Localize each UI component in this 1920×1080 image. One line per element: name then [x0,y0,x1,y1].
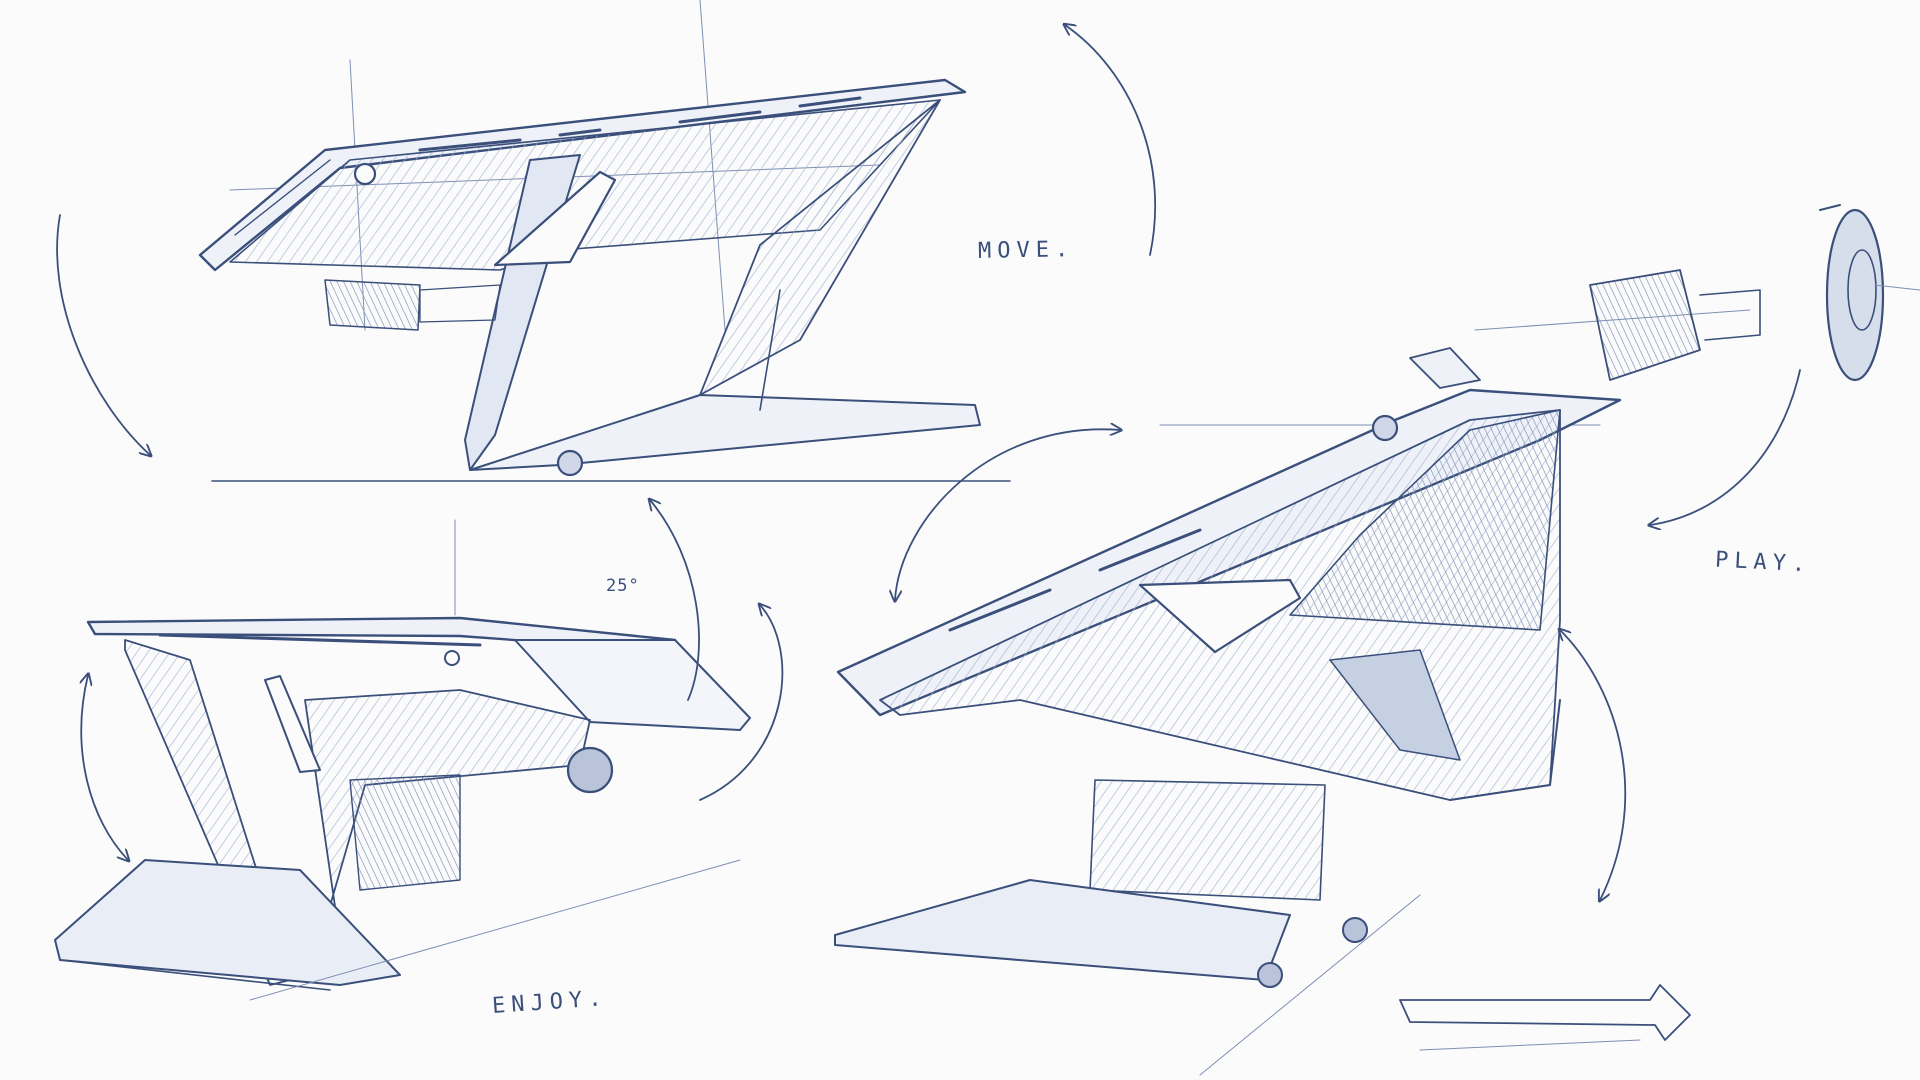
sketch-stand-play [834,204,1920,1076]
sketch-stand-move [56,0,1157,482]
label-angle: 25° [606,576,640,596]
sketch-stand-enjoy [54,500,784,1001]
label-move: MOVE. [977,237,1075,264]
label-play: PLAY. [1714,547,1812,578]
